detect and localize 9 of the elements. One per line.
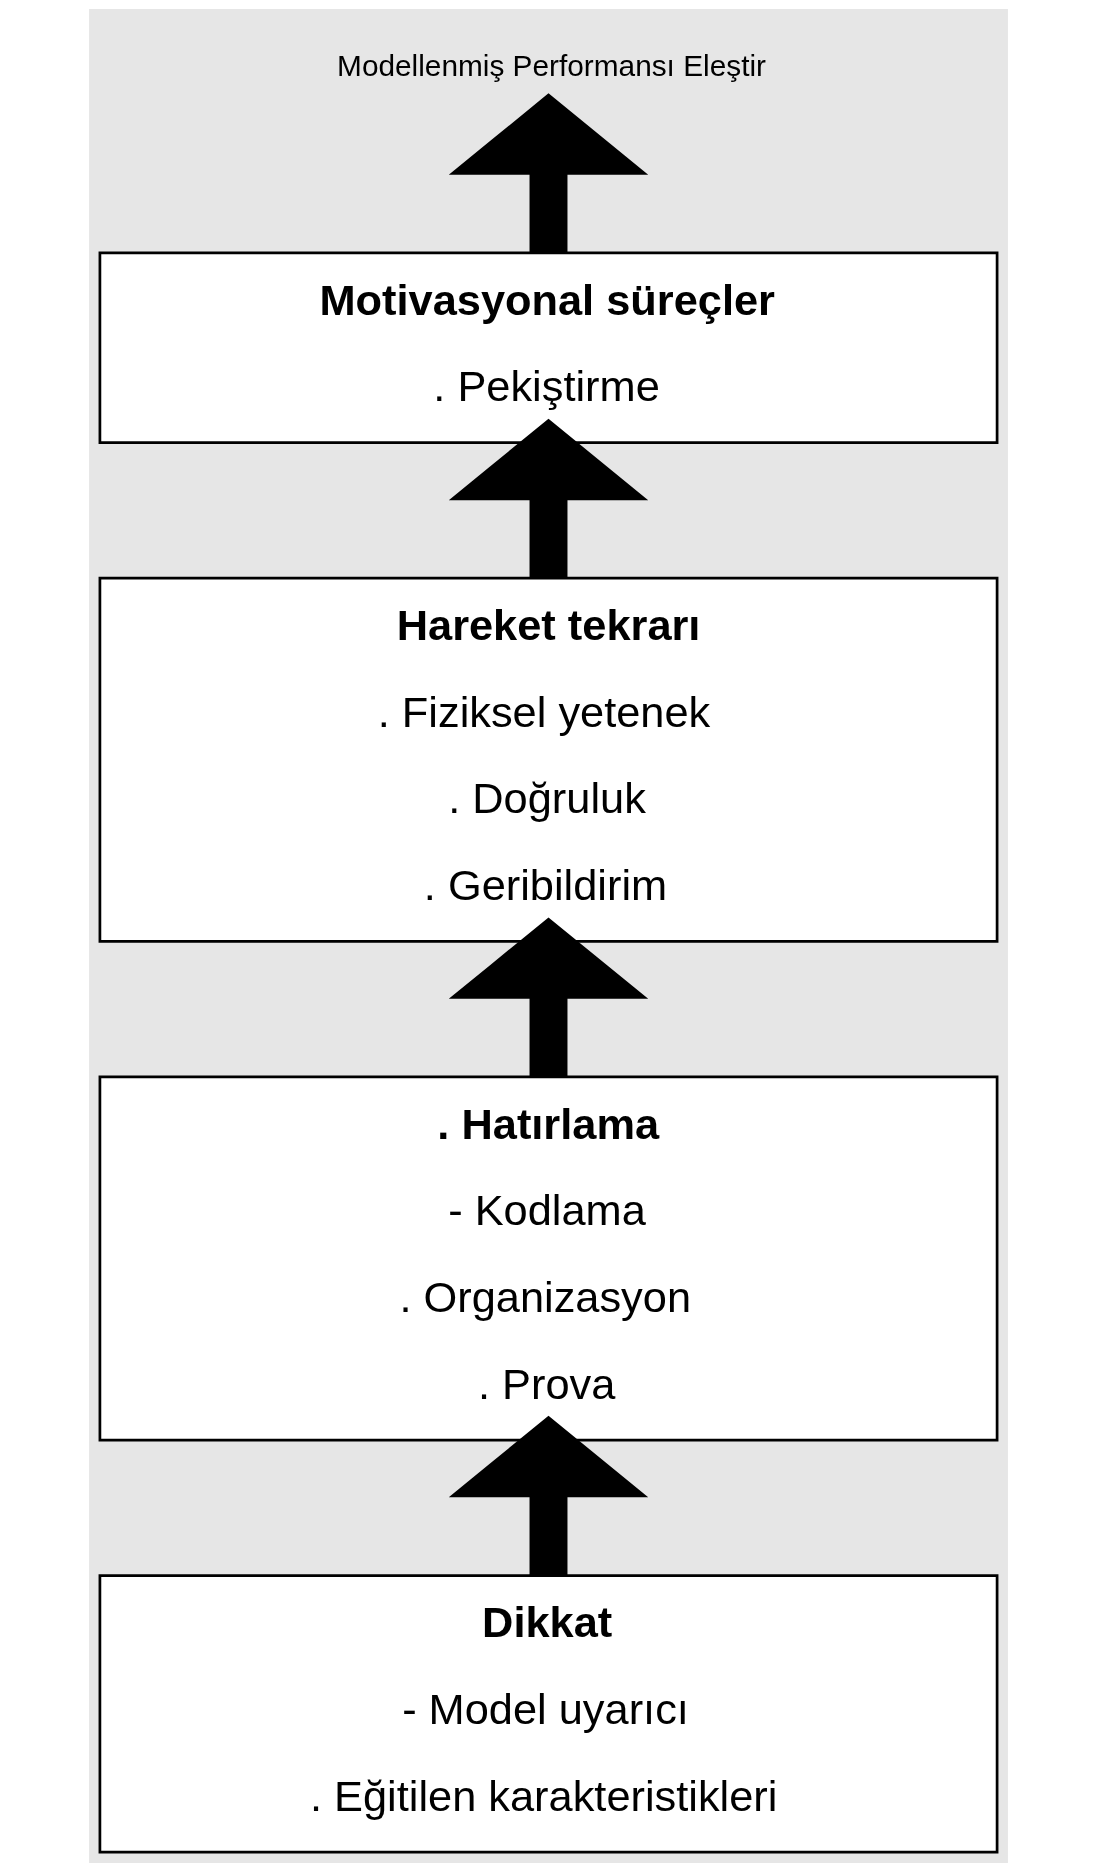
arrow <box>448 418 648 578</box>
arrow <box>448 916 648 1076</box>
node-text: Modellenmiş Performansı Eleştir <box>336 48 766 82</box>
arrow <box>448 92 648 252</box>
node-box: Dikkat - Model uyarıcı . Eğitilen karakteristikleri <box>98 1573 998 1853</box>
node-box: . Hatırlama - Kodlama . Organizasyon . Prova <box>98 1075 998 1441</box>
node-box: Hareket tekrarı . Fiziksel yetenek . Doğruluk . Geribildirim <box>98 576 998 943</box>
node-box: Motivasyonal süreçler . Pekiştirme <box>98 251 998 444</box>
arrow <box>448 1415 648 1575</box>
